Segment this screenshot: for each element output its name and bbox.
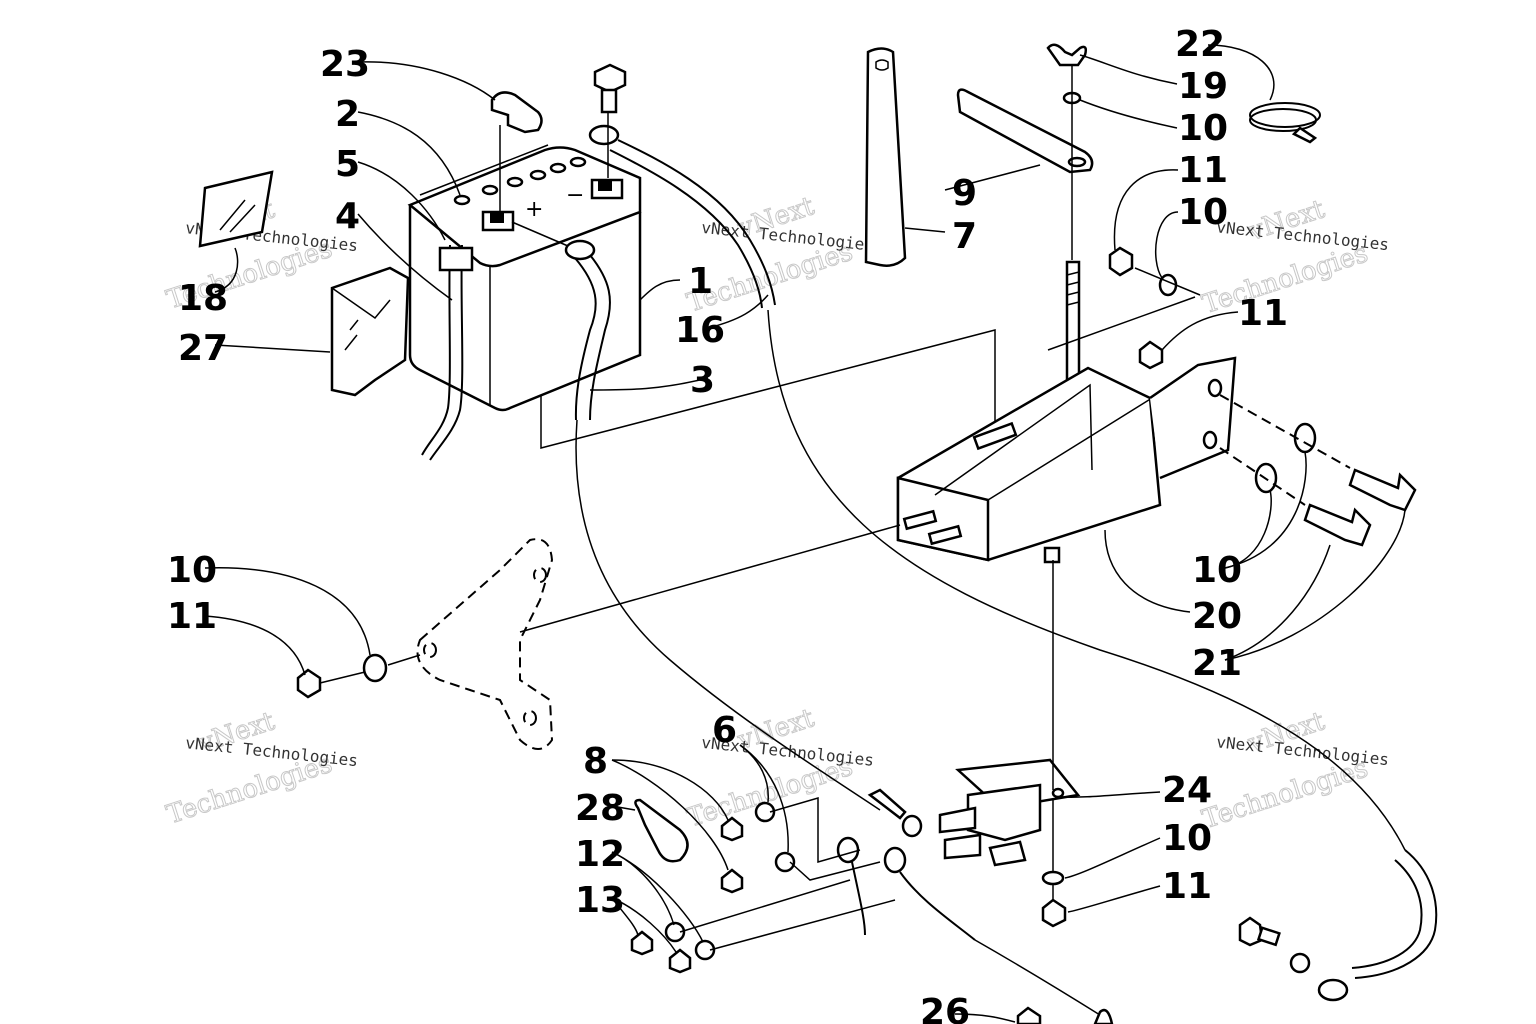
guide-line — [1047, 296, 1196, 351]
nut-26 — [1016, 1006, 1042, 1024]
nut-solenoid — [1041, 898, 1067, 928]
part-label-19: 19 — [1178, 66, 1228, 107]
terminal-bolt — [593, 63, 627, 178]
part-label-11-c: 11 — [167, 596, 217, 637]
battery: + − — [407, 144, 642, 412]
part-label-6: 6 — [712, 710, 737, 751]
part-label-20: 20 — [1192, 596, 1242, 637]
negative-cable — [588, 124, 776, 309]
frame-bracket-dashed — [416, 538, 554, 750]
watermark-bottom-left: vNext Technologies vNext Technologies — [162, 706, 358, 831]
wing-nut — [1046, 43, 1088, 67]
battery-cell-caps — [453, 156, 587, 206]
negative-cable-route — [767, 309, 1406, 851]
part-label-16: 16 — [675, 310, 725, 351]
part-label-8: 8 — [583, 741, 608, 782]
warning-label — [198, 170, 274, 248]
cable-tie — [1249, 102, 1321, 144]
svg-text:vNext Technologies: vNext Technologies — [184, 733, 358, 770]
part-label-5: 5 — [335, 144, 360, 185]
ground-strap — [1238, 849, 1438, 1002]
part-label-12: 12 — [575, 834, 625, 875]
part-label-10-c: 10 — [1192, 550, 1242, 591]
part-label-4: 4 — [335, 196, 360, 237]
tray-bolts — [1219, 394, 1417, 547]
part-label-13: 13 — [575, 880, 625, 921]
part-label-1: 1 — [688, 261, 713, 302]
svg-text:Technologies: Technologies — [1199, 753, 1372, 835]
positive-cable — [511, 221, 611, 421]
terminal-boot — [634, 798, 689, 863]
part-label-3: 3 — [690, 360, 715, 401]
part-label-11-b: 11 — [1238, 293, 1288, 334]
leader-lines — [204, 44, 1406, 1023]
watermark-bottom-right: vNext Technologies vNext Technologies — [1198, 706, 1390, 836]
part-label-22: 22 — [1175, 24, 1225, 65]
solenoid-wires — [836, 788, 1114, 1024]
part-label-2: 2 — [335, 94, 360, 135]
part-label-28: 28 — [575, 788, 625, 829]
part-label-24: 24 — [1162, 770, 1212, 811]
part-label-10-a: 10 — [1178, 108, 1228, 149]
part-label-26: 26 — [920, 992, 970, 1024]
battery-tray — [896, 356, 1237, 564]
minus-sign: − — [566, 183, 584, 208]
plus-sign: + — [525, 197, 543, 222]
part-label-11-d: 11 — [1162, 866, 1212, 907]
part-labels: 23 2 5 4 18 27 1 16 3 7 9 22 19 10 11 10… — [167, 24, 1288, 1024]
hold-down-bracket — [956, 88, 1094, 174]
frame-line — [519, 524, 901, 633]
assembly-line — [540, 329, 996, 475]
positive-cable-route — [575, 419, 881, 811]
washer-solenoid — [1041, 870, 1065, 886]
vent-tube — [421, 244, 474, 461]
part-label-18: 18 — [178, 278, 228, 319]
hold-down-strap — [864, 47, 907, 267]
starter-solenoid — [938, 560, 1081, 910]
part-label-21: 21 — [1192, 643, 1242, 684]
vent-cap — [490, 91, 543, 212]
nut-washer-right — [1108, 246, 1201, 370]
part-label-10-d: 10 — [167, 550, 217, 591]
battery-pad — [330, 266, 410, 397]
part-label-23: 23 — [320, 44, 370, 85]
part-label-7: 7 — [952, 216, 977, 257]
small-hardware-left — [630, 797, 896, 974]
washer-left — [362, 653, 388, 683]
part-label-11-a: 11 — [1178, 150, 1228, 191]
vent-tube-clamp — [438, 246, 474, 272]
part-label-9: 9 — [952, 173, 977, 214]
part-label-27: 27 — [178, 328, 228, 369]
nut-left — [296, 668, 322, 699]
part-label-10-b: 10 — [1178, 192, 1228, 233]
part-label-10-e: 10 — [1162, 818, 1212, 859]
